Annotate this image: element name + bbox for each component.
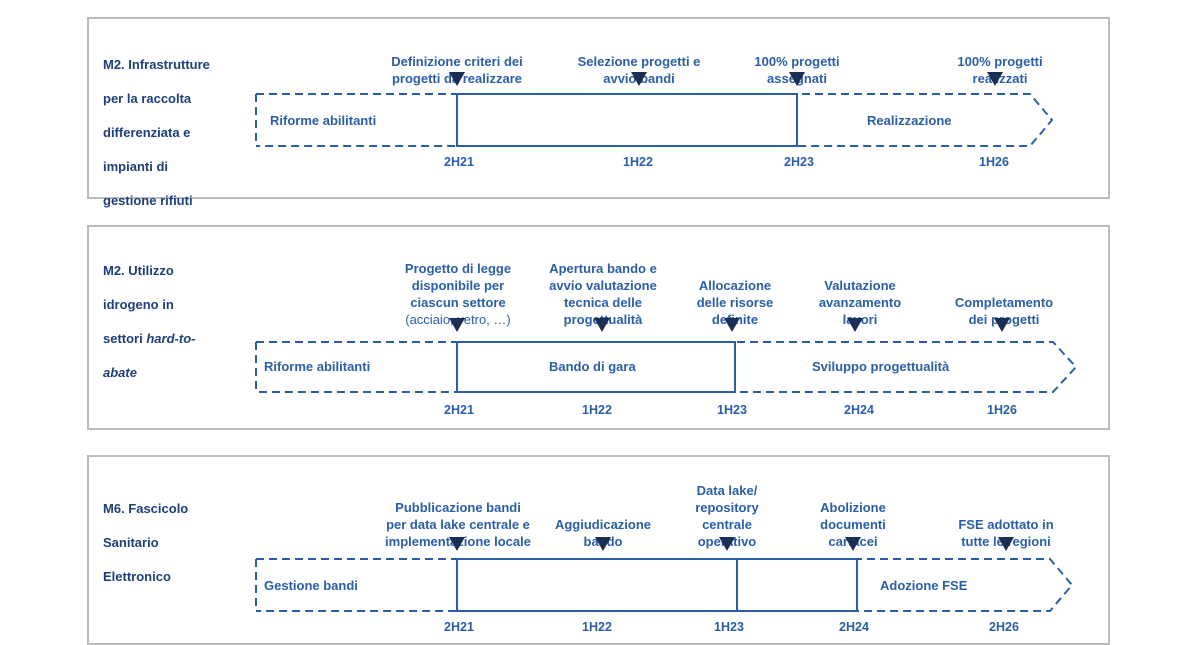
timeline-tick: 1H26 [979, 155, 1009, 169]
milestone-marker-icon [847, 318, 863, 332]
segment-label: Bando di gara [549, 359, 636, 374]
timeline-tick: 1H26 [987, 403, 1017, 417]
segment-label: Realizzazione [867, 113, 952, 128]
milestone-marker-icon [595, 537, 611, 551]
milestone-marker-icon [789, 72, 805, 86]
phase-box [456, 93, 798, 147]
segment-label: Adozione FSE [880, 578, 968, 593]
timeline-tick: 2H21 [444, 620, 474, 634]
timeline-tick: 2H21 [444, 155, 474, 169]
timeline-tick: 1H22 [582, 620, 612, 634]
milestone-marker-icon [724, 318, 740, 332]
panel-waste-infrastructure: M2. Infrastrutture per la raccolta diffe… [87, 17, 1110, 208]
timeline-tick: 1H22 [582, 403, 612, 417]
milestone-marker-icon [719, 537, 735, 551]
timeline-tick: 2H21 [444, 403, 474, 417]
milestone-marker-icon [449, 318, 465, 332]
timeline-arrow [255, 93, 1054, 147]
timeline-arrow [255, 341, 1078, 393]
timeline-tick: 1H22 [623, 155, 653, 169]
milestone-marker-icon [987, 72, 1003, 86]
phase-box [456, 341, 736, 393]
timeline-arrow [255, 558, 1074, 612]
segment-label: Gestione bandi [264, 578, 358, 593]
segment-label: Riforme abilitanti [264, 359, 371, 374]
phase-box [456, 558, 738, 612]
panel-title: M2. Utilizzo idrogeno in settori hard-to… [103, 263, 196, 380]
milestone-marker-icon [449, 72, 465, 86]
panel-title: M6. Fascicolo Sanitario Elettronico [103, 501, 189, 584]
milestone-marker-icon [594, 318, 610, 332]
timeline-tick: 2H26 [989, 620, 1019, 634]
panel-title: M2. Infrastrutture per la raccolta diffe… [103, 57, 210, 208]
segment-label: Riforme abilitanti [270, 113, 377, 128]
timeline-tick: 2H24 [844, 403, 874, 417]
timeline-tick: 2H23 [784, 155, 814, 169]
timeline-tick: 1H23 [717, 403, 747, 417]
milestone-marker-icon [449, 537, 465, 551]
milestone-marker-icon [998, 537, 1014, 551]
milestone-marker-icon [994, 318, 1010, 332]
timeline-tick: 1H23 [714, 620, 744, 634]
segment-label: Sviluppo progettualità [812, 359, 950, 374]
milestone-marker-icon [631, 72, 647, 86]
milestone-marker-icon [845, 537, 861, 551]
timeline-tick: 2H24 [839, 620, 869, 634]
